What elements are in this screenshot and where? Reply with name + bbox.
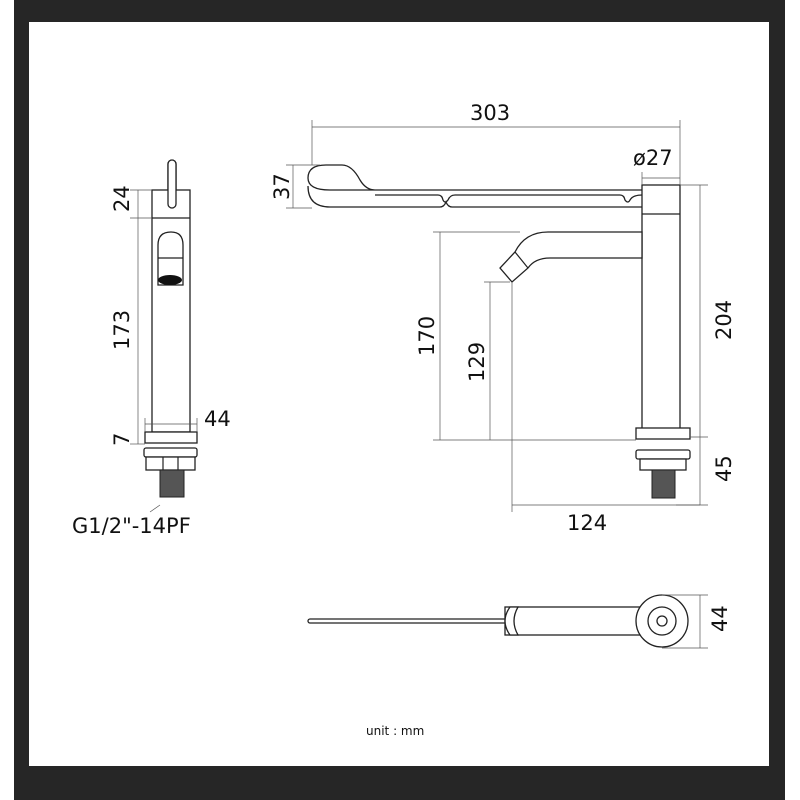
faucet-body bbox=[151, 189, 191, 433]
dim-cap: 24 bbox=[110, 185, 134, 212]
nut bbox=[145, 456, 196, 471]
spout bbox=[499, 231, 643, 283]
dim-collar: 7 bbox=[110, 433, 134, 446]
lever-rod bbox=[307, 618, 509, 624]
nut bbox=[639, 458, 687, 471]
front-view: 303 ø27 37 204 45 170 129 124 bbox=[270, 101, 736, 535]
unit-label: unit : mm bbox=[366, 724, 424, 738]
aerator bbox=[158, 275, 182, 285]
dim-width: 44 bbox=[204, 407, 231, 431]
dim-spout-top: 170 bbox=[415, 316, 439, 356]
dim-reach: 124 bbox=[567, 511, 607, 535]
faucet-body bbox=[641, 184, 681, 432]
dim-body: 173 bbox=[110, 310, 134, 350]
lever bbox=[307, 164, 643, 208]
dim-lever-height: 37 bbox=[270, 173, 294, 200]
base-collar bbox=[144, 431, 198, 444]
dim-base: 44 bbox=[708, 605, 732, 632]
thread bbox=[651, 469, 676, 499]
dim-spout-outlet: 129 bbox=[465, 342, 489, 382]
thread bbox=[159, 469, 185, 498]
dim-diameter: ø27 bbox=[633, 146, 673, 170]
thread-label: G1/2"-14PF bbox=[72, 514, 191, 538]
base-collar bbox=[635, 427, 691, 440]
dim-total-height: 204 bbox=[712, 300, 736, 340]
top-view: 44 bbox=[307, 594, 732, 649]
dim-thread-length: 45 bbox=[712, 455, 736, 482]
side-view: 24 173 7 44 G1/2"-14PF bbox=[72, 159, 231, 538]
spout-top bbox=[504, 606, 656, 636]
dim-lever-length: 303 bbox=[470, 101, 510, 125]
